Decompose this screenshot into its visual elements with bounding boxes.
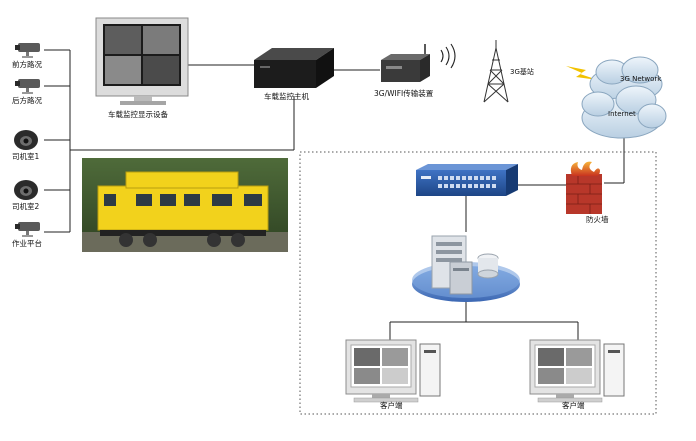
host-label: 车载监控主机 xyxy=(264,92,309,101)
client-workstation-icon xyxy=(529,339,625,403)
monitor-display-icon xyxy=(95,17,189,105)
camera-front-icon xyxy=(15,43,40,58)
server-icon xyxy=(412,235,520,302)
monitor-display-label: 车载监控显示设备 xyxy=(108,110,168,119)
firewall-label: 防火墙 xyxy=(586,215,609,224)
internet-cloud-icon xyxy=(581,85,667,139)
dome-camera-cab1-icon xyxy=(14,130,38,150)
transmitter-icon xyxy=(381,44,430,82)
camera-platform-icon xyxy=(15,222,40,237)
transmitter-label: 3G/WIFI传输装置 xyxy=(374,89,434,98)
lightning-icon xyxy=(566,66,598,80)
wireless-signal-icon xyxy=(440,43,456,69)
client-label-left: 客户端 xyxy=(380,401,403,410)
client-label-right: 客户端 xyxy=(562,401,585,410)
base-station-tower-icon xyxy=(483,40,509,103)
client-workstation-icon xyxy=(345,339,441,403)
network-switch-icon xyxy=(416,164,518,196)
camera-label-platform: 作业平台 xyxy=(12,239,42,248)
camera-label-cab1: 司机室1 xyxy=(12,152,40,161)
host-unit-icon xyxy=(254,48,334,88)
camera-rear-icon xyxy=(15,79,40,94)
camera-label-cab2: 司机室2 xyxy=(12,202,40,211)
connection-lines xyxy=(44,49,625,340)
firewall-icon xyxy=(566,161,602,214)
camera-label-rear: 后方路况 xyxy=(12,96,42,105)
lan-boundary xyxy=(299,151,657,415)
base-station-label: 3G基站 xyxy=(510,68,534,76)
internet-cloud-label: Internet xyxy=(608,110,636,118)
network-cloud-label: 3G Network xyxy=(620,75,662,83)
camera-label-front: 前方路况 xyxy=(12,60,42,69)
train-photo xyxy=(82,158,288,252)
dome-camera-cab2-icon xyxy=(14,180,38,200)
